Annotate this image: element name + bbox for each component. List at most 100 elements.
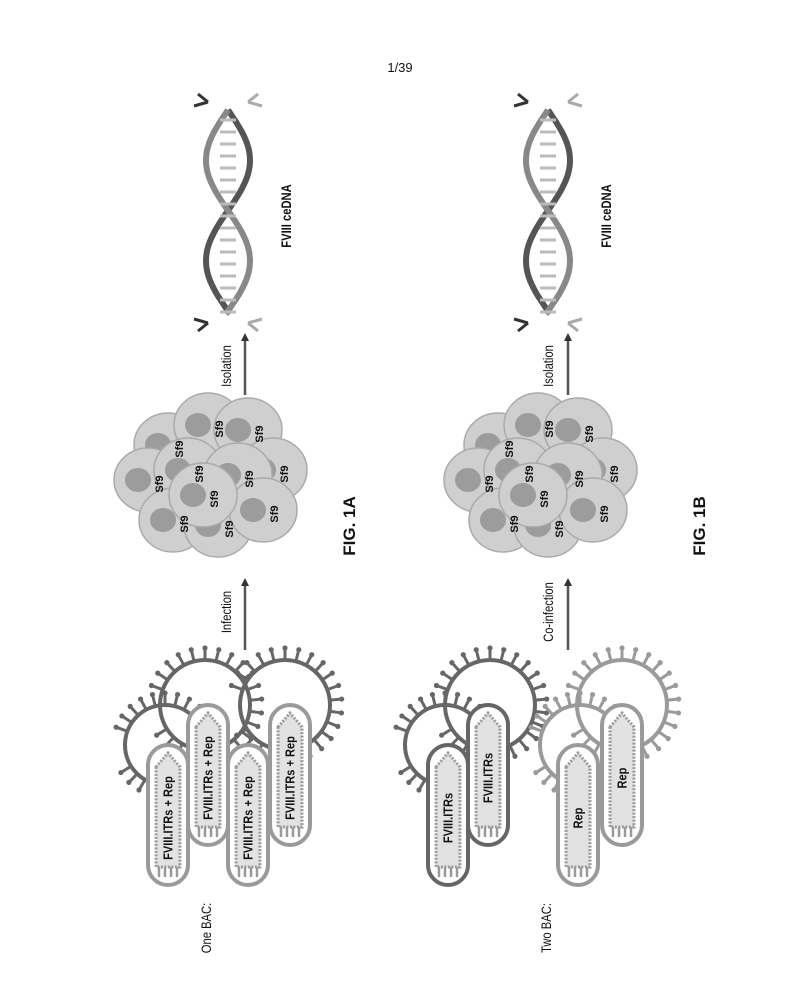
virus-spike-tip <box>572 670 578 676</box>
rod-label: FVIII.ITRs <box>440 792 456 844</box>
arrow-head <box>241 578 249 586</box>
sf9-label: Sf9 <box>254 425 266 443</box>
virus-spike-tip <box>235 670 241 676</box>
virus-spike-tip <box>675 710 682 716</box>
genome-insert <box>194 710 222 829</box>
virus-spike-tip <box>534 670 540 676</box>
rod-label: FVIII.ITRs + Rep <box>200 736 216 820</box>
virus-spike-tip <box>416 787 422 793</box>
cell-nucleus <box>510 483 536 507</box>
virus-spike-tip <box>473 647 479 653</box>
virus-spike-tip <box>542 703 548 709</box>
virus-spike-tip <box>393 724 399 730</box>
virus-spike-tip <box>329 670 335 676</box>
sf9-label: Sf9 <box>539 490 551 508</box>
virus-spike-tip <box>113 724 119 730</box>
cell-nucleus <box>180 483 206 507</box>
virus-spike-tip <box>460 652 466 658</box>
virus-spike-tip <box>672 723 678 729</box>
virus-spike-tip <box>339 696 345 702</box>
sf9-label: Sf9 <box>544 420 556 438</box>
virus-spike-tip <box>551 787 557 793</box>
sf9-label: Sf9 <box>584 425 596 443</box>
virus-spike-tip <box>126 779 132 786</box>
virus-spike-tip <box>657 660 663 666</box>
virus-spike-tip <box>186 696 193 702</box>
virus-spike-tip <box>487 645 493 651</box>
virus-spike-tip <box>633 647 639 653</box>
itr-hairpin <box>247 92 263 108</box>
virus-spike-tip <box>175 652 181 658</box>
cell-nucleus <box>570 498 596 522</box>
sf9-label: Sf9 <box>269 505 281 523</box>
virus-spike-tip <box>154 732 160 738</box>
virus-spike-tip <box>338 710 345 716</box>
virus-spike-tip <box>148 682 155 689</box>
virus-spike-tip <box>672 682 679 689</box>
virus-spike-tip <box>255 652 261 658</box>
virus-spike-tip <box>512 753 518 759</box>
genome-insert <box>154 750 182 869</box>
virus-spike-tip <box>335 723 341 729</box>
cell-nucleus <box>150 508 176 532</box>
virus-spike-tip <box>174 691 181 698</box>
virus-spike-tip <box>552 696 559 702</box>
virus-spike-tip <box>454 691 461 698</box>
co-infection-label: Co-infection <box>540 582 556 642</box>
virus-spike-tip <box>540 682 547 689</box>
virus-spike-tip <box>268 647 274 653</box>
page-number: 1/39 <box>387 60 413 75</box>
cell-nucleus <box>515 413 541 437</box>
virus-spike-tip <box>319 746 325 752</box>
itr-hairpin <box>513 92 529 108</box>
virus-spike-tip <box>137 696 144 702</box>
virus-spike-tip <box>666 670 672 676</box>
cell-nucleus <box>225 418 251 442</box>
sf9-label: Sf9 <box>179 515 191 533</box>
genome-insert <box>564 750 592 869</box>
sf9-label: Sf9 <box>244 470 256 488</box>
virus-spike-tip <box>541 779 547 786</box>
cell-nucleus <box>480 508 506 532</box>
virus-spike-tip <box>524 746 530 752</box>
cell-nucleus <box>555 418 581 442</box>
product-label: FVIII ceDNA <box>598 184 614 248</box>
itr-hairpin <box>567 317 583 333</box>
virus-spike-tip <box>571 732 577 738</box>
virus-spike-tip <box>328 735 334 742</box>
infection-label: Infection <box>218 590 234 634</box>
itr-hairpin <box>193 92 209 108</box>
virus-spike-tip <box>258 710 265 716</box>
sf9-label: Sf9 <box>224 520 236 538</box>
virus-spike-tip <box>601 696 608 702</box>
rod-label: Rep <box>614 767 630 789</box>
sf9-label: Sf9 <box>279 465 291 483</box>
virus-spike-tip <box>619 645 625 651</box>
virus-spike-tip <box>417 696 424 702</box>
virus-spike-tip <box>229 652 235 658</box>
itr-hairpin <box>247 317 263 333</box>
virus-spike-tip <box>581 660 587 666</box>
virus-spike-tip <box>320 660 326 666</box>
virus-spike-tip <box>406 779 412 786</box>
sf9-label: Sf9 <box>509 515 521 533</box>
virus-spike-tip <box>646 652 652 658</box>
virus-spike-tip <box>136 787 142 793</box>
virus-spike-tip <box>501 647 507 653</box>
virus-spike-tip <box>592 652 598 658</box>
virus-spike-tip <box>255 682 262 689</box>
sf9-label: Sf9 <box>504 440 516 458</box>
virus-spike-tip <box>429 691 436 698</box>
virus-spike-tip <box>335 682 342 689</box>
virus-spike-tip <box>407 703 413 709</box>
product-label: FVIII ceDNA <box>278 184 294 248</box>
virus-spike-tip <box>528 724 534 730</box>
arrow-head <box>564 578 572 586</box>
virus-spike-tip <box>149 691 156 698</box>
virus-spike-tip <box>255 723 261 729</box>
rod-label: FVIII.ITRs + Rep <box>240 776 256 860</box>
virus-spike-tip <box>244 660 250 666</box>
sf9-label: Sf9 <box>554 520 566 538</box>
rod-label: FVIII.ITRs + Rep <box>160 776 176 860</box>
cell-nucleus <box>185 413 211 437</box>
